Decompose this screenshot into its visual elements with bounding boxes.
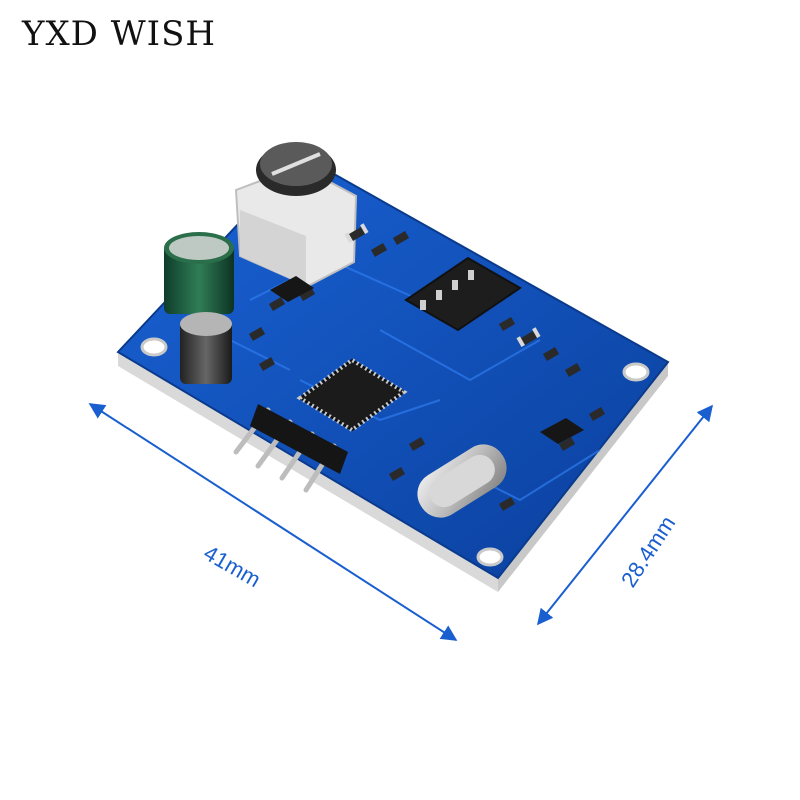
potentiometer [234, 142, 358, 288]
height-dimension-line [537, 404, 713, 626]
chip-soic [404, 256, 522, 332]
capacitor-black [180, 312, 232, 384]
capacitor-green [164, 232, 234, 314]
smd-pads [344, 223, 541, 347]
brand-logo: YXD WISH [22, 14, 217, 54]
width-dimension-line [88, 403, 458, 641]
